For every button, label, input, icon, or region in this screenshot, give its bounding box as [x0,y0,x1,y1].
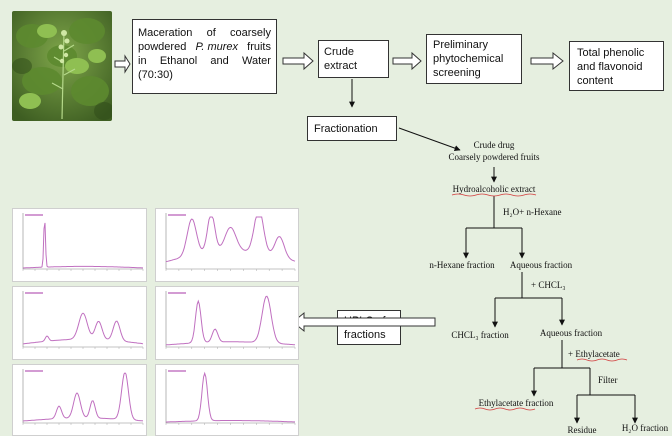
fractionation-box: Fractionation [307,116,397,141]
aqueous-fraction-2-label: Aqueous fraction [540,328,603,338]
word: fruits [247,41,271,53]
hydroalcoholic-label: Hydroalcoholic extract [453,184,536,194]
maceration-line-4: (70:30) [138,68,271,82]
chromatogram-trace [165,295,296,346]
ethylacetate-fraction-label: Ethylacetate fraction [479,398,554,408]
ethylacetate-add-label: + Ethylacetate [568,349,620,359]
total-phenolic-box: Total phenolic and flavonoid content [569,41,664,91]
word: Water [242,55,271,67]
h2o-fraction-label: H₂O fraction [622,423,669,433]
chcl3-fraction-label: CHCL₃ fraction [451,330,509,340]
chcl3-add-label: + CHCL₃ [531,280,565,290]
chromatogram-trace [166,371,295,423]
preliminary-box: Preliminary phytochemical screening [426,34,522,84]
chromatogram-2 [155,208,299,282]
maceration-line-1: Maceration of coarsely [138,26,271,40]
arrow-right-icon [530,51,564,71]
word: of [206,27,216,39]
chromatogram-trace [22,222,143,269]
word: Ethanol [159,55,198,67]
arrow-right-icon [114,54,131,74]
arrow-right-icon [282,51,314,71]
coarsely-powdered-label: Coarsely powdered fruits [449,152,540,162]
crude-extract-box: Crude extract [318,40,389,78]
extract-label: extract [324,60,358,72]
arrow-left-icon [292,311,436,333]
fractionation-label: Fractionation [314,123,378,135]
h2o-hexane-label: H₂O+ n-Hexane [503,207,561,217]
maceration-line-2: powdered P. murex fruits [138,40,271,54]
screening-label: screening [433,67,481,79]
word: (70:30) [138,69,173,81]
aqueous-fraction-label: Aqueous fraction [510,260,573,270]
species-name: P. murex [195,41,239,53]
arrow-right-icon [392,51,422,71]
spell-underline [474,407,536,411]
fractions-label: fractions [344,329,386,341]
filter-label: Filter [598,375,618,385]
spell-underline [576,358,628,362]
chromatogram-4 [155,286,299,360]
flavonoid-label: and flavonoid [577,61,643,73]
maceration-box: Maceration of coarsely powdered P. murex… [132,19,277,94]
preliminary-label: Preliminary [433,39,489,51]
crude-label: Crude [324,46,354,58]
crude-drug-label: Crude drug [474,140,515,150]
chromatogram-trace [22,312,144,345]
residue-label: Residue [568,425,597,435]
chromatogram-6 [155,364,299,436]
chromatogram-trace [22,372,144,422]
chromatogram-5 [12,364,147,436]
hexane-fraction-label: n-Hexane fraction [429,260,495,270]
word: in [138,55,147,67]
content-label: content [577,75,614,87]
arrow-diagonal-icon [398,127,461,151]
phytochemical-label: phytochemical [433,53,504,65]
maceration-line-3: in Ethanol and Water [138,54,271,68]
chromatogram-1 [12,208,147,282]
total-label: Total phenolic [577,47,645,59]
word: Maceration [138,27,193,39]
word: powdered [138,41,187,53]
chromatogram-3 [12,286,147,360]
plant-photo-icon [12,11,112,121]
word: coarsely [230,27,271,39]
spell-underline [451,193,537,197]
chromatogram-trace [165,216,296,263]
word: and [210,55,229,67]
